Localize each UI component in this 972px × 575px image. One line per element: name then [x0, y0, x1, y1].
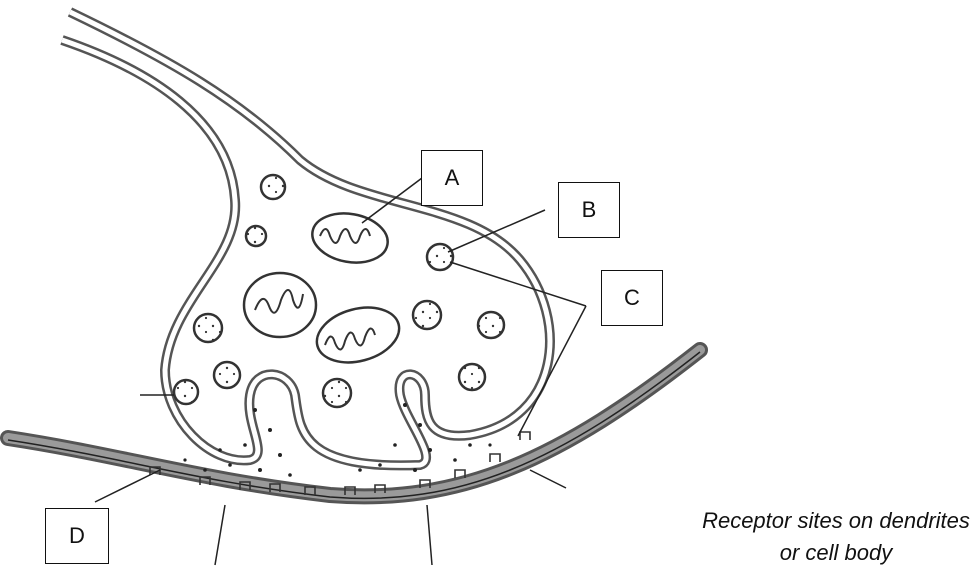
- label-c: C: [601, 270, 663, 326]
- label-d: D: [45, 508, 109, 564]
- axon-terminal: [62, 12, 550, 465]
- label-a: A: [421, 150, 483, 206]
- receptor-sites-caption: Receptor sites on dendrites or cell body: [700, 505, 972, 569]
- label-b: B: [558, 182, 620, 238]
- mitochondrion: [244, 273, 316, 337]
- neurotransmitter-dots: [183, 403, 491, 477]
- synaptic-vesicles: [174, 175, 504, 407]
- postsynaptic-membrane: [8, 350, 700, 498]
- mitochondrion: [308, 208, 391, 268]
- mitochondrion: [311, 299, 406, 371]
